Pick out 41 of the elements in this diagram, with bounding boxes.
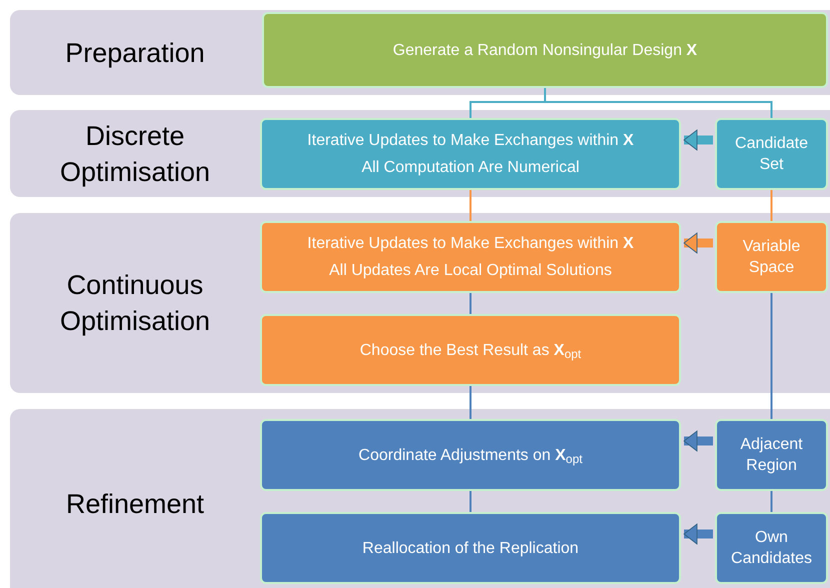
input-box — [715, 512, 828, 584]
block-arrow — [684, 430, 713, 452]
box-text: Reallocation of the Replication — [362, 538, 579, 558]
stage-band — [10, 110, 830, 197]
process-box — [262, 12, 828, 88]
box-text: Iterative Updates to Make Exchanges within X — [307, 234, 634, 254]
box-text: Variable Space — [742, 237, 802, 278]
stage-band — [10, 10, 830, 95]
connector-line — [470, 491, 472, 512]
stage-heading: Discrete Optimisation — [58, 120, 212, 189]
stage-heading: Continuous Optimisation — [58, 269, 212, 338]
connector-line — [770, 293, 772, 419]
box-text: All Updates Are Local Optimal Solutions — [329, 261, 612, 281]
block-arrow — [684, 130, 713, 150]
stage-heading: Refinement — [64, 488, 206, 521]
box-text: Choose the Best Result as X$_{opt}$ — [360, 340, 582, 360]
box-text: Own Candidates — [730, 528, 813, 569]
process-box — [260, 512, 681, 584]
process-box — [260, 419, 681, 491]
process-box — [260, 221, 681, 293]
block-arrow — [684, 524, 713, 544]
box-text: Iterative Updates to Make Exchanges within X — [307, 131, 634, 151]
stage-heading: Preparation — [64, 36, 206, 70]
input-box — [715, 118, 828, 190]
block-arrow — [684, 232, 713, 254]
input-box — [715, 221, 828, 293]
connector-line — [770, 491, 772, 512]
box-text: All Computation Are Numerical — [362, 158, 580, 178]
process-box — [260, 314, 681, 386]
input-box — [715, 419, 828, 491]
connector-line — [770, 190, 772, 221]
connector-line — [470, 190, 472, 221]
box-text: Coordinate Adjustments on X$_{opt}$ — [358, 446, 582, 466]
box-text: Generate a Random Nonsingular Design X — [392, 40, 698, 60]
stage-band — [10, 409, 830, 588]
box-text: Adjacent Region — [739, 435, 804, 476]
stage-band — [10, 213, 830, 393]
connector-line — [470, 386, 472, 419]
connector-line — [470, 293, 472, 314]
box-text: Candidate Set — [734, 134, 809, 175]
process-box — [260, 118, 681, 190]
